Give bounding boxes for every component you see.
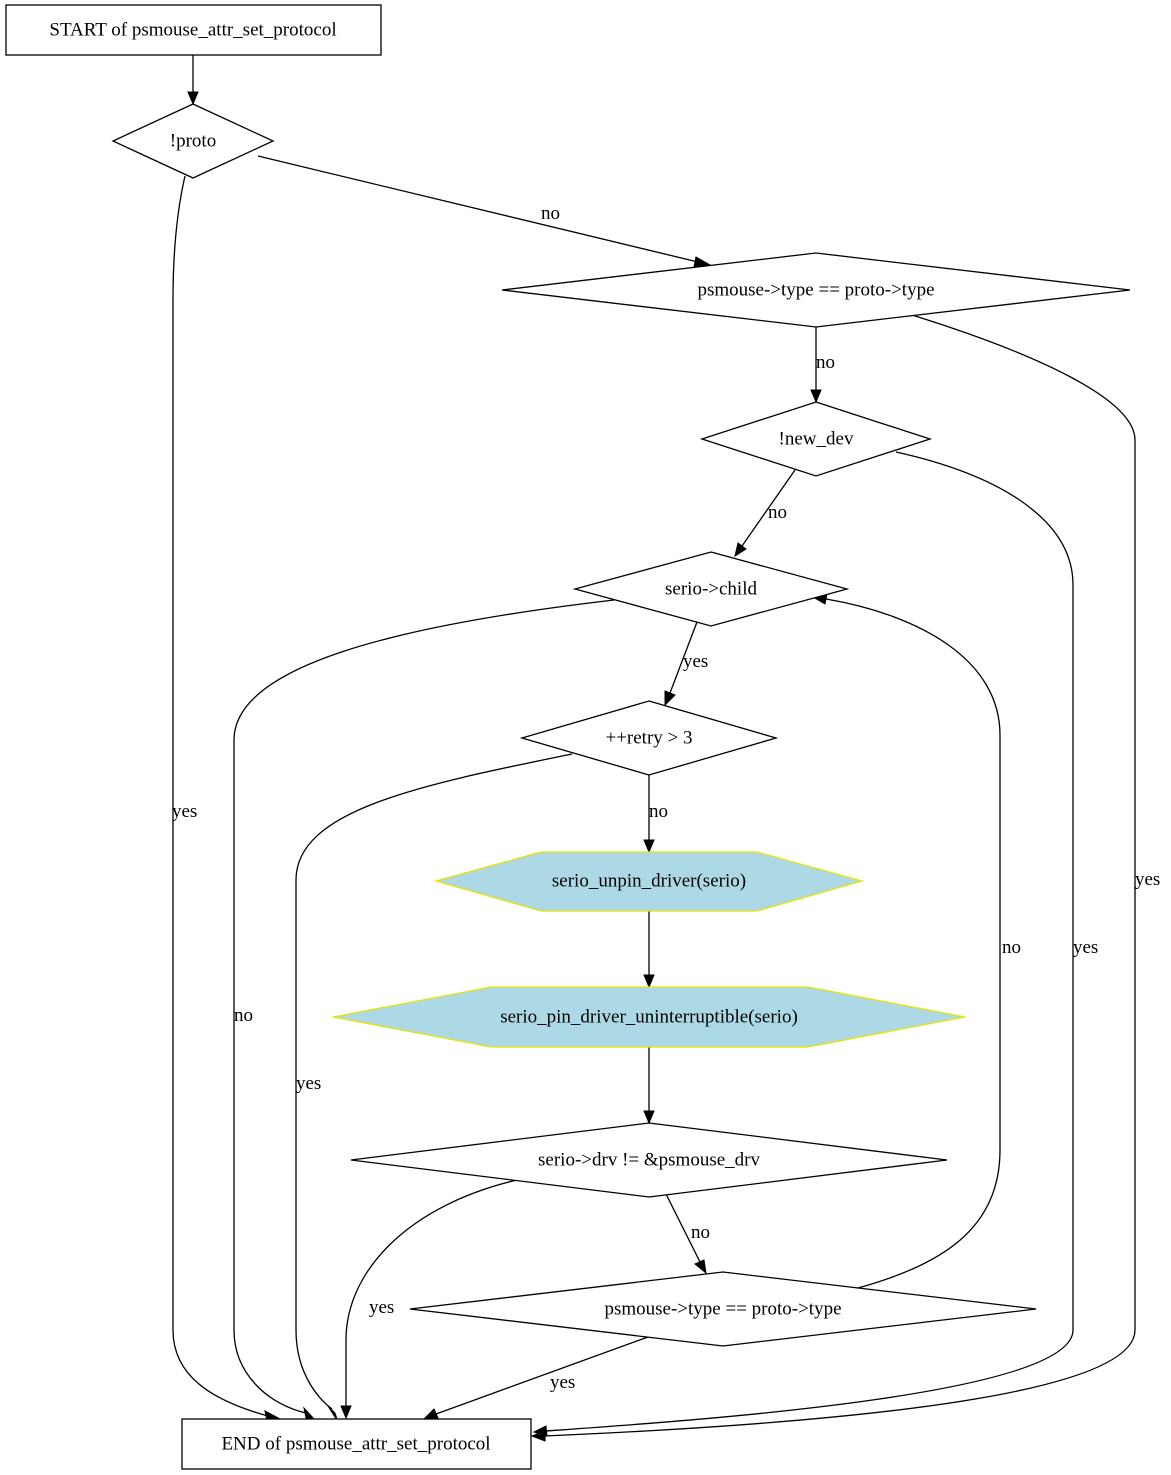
arrowhead xyxy=(187,91,199,106)
decision-not-new-dev: !new_dev xyxy=(699,401,933,477)
edge-label-not-proto-no: no xyxy=(541,203,560,224)
edge-not-proto-yes xyxy=(172,175,269,1417)
edge-not-new-dev-no xyxy=(741,469,796,547)
decision-serio-child-label: serio->child xyxy=(665,579,757,600)
decision-drv-ne-label: serio->drv != &psmouse_drv xyxy=(538,1150,760,1171)
decision-not-proto-label: !proto xyxy=(170,131,216,152)
arrowhead xyxy=(643,839,655,854)
edge-label-serio-child-yes: yes xyxy=(683,651,708,672)
start-node: START of psmouse_attr_set_protocol xyxy=(5,4,382,56)
edge-label-drv-ne-no: no xyxy=(691,1222,710,1243)
decision-not-new-dev-label: !new_dev xyxy=(779,429,854,450)
edge-label-serio-child-no: no xyxy=(234,1005,253,1026)
edge-retry-yes xyxy=(295,753,573,1410)
arrowhead xyxy=(643,1110,655,1125)
decision-drv-ne: serio->drv != &psmouse_drv xyxy=(350,1122,948,1198)
edge-label-not-new-dev-yes: yes xyxy=(1073,937,1098,958)
edge-type-eq-2-no xyxy=(825,598,1001,1289)
edge-label-type-eq-1-yes: yes xyxy=(1135,869,1160,890)
edge-label-type-eq-2-no: no xyxy=(1002,937,1021,958)
function-unpin: serio_unpin_driver(serio) xyxy=(433,851,865,912)
end-node: END of psmouse_attr_set_protocol xyxy=(181,1418,532,1470)
edge-label-type-eq-1-no: no xyxy=(816,352,835,373)
end-node-label: END of psmouse_attr_set_protocol xyxy=(221,1434,490,1455)
edge-label-type-eq-2-yes: yes xyxy=(550,1372,575,1393)
edge-label-retry-yes: yes xyxy=(296,1073,321,1094)
edges xyxy=(172,55,1136,1442)
function-pin: serio_pin_driver_uninterruptible(serio) xyxy=(332,986,966,1048)
edge-label-not-new-dev-no: no xyxy=(768,502,787,523)
decision-type-eq-2: psmouse->type == proto->type xyxy=(409,1271,1037,1347)
arrowhead xyxy=(303,1406,317,1421)
edge-drv-ne-no xyxy=(665,1193,701,1263)
nodes: START of psmouse_attr_set_protocol !prot… xyxy=(5,4,1131,1470)
arrowhead xyxy=(532,1425,548,1437)
edge-label-not-proto-yes: yes xyxy=(172,801,197,822)
decision-type-eq-1-label: psmouse->type == proto->type xyxy=(697,280,934,301)
start-node-label: START of psmouse_attr_set_protocol xyxy=(49,20,336,41)
edge-type-eq-1-yes xyxy=(543,314,1136,1437)
decision-serio-child: serio->child xyxy=(572,551,850,627)
arrowhead xyxy=(327,1405,339,1423)
edge-drv-ne-yes xyxy=(345,1179,518,1406)
arrowhead xyxy=(664,690,676,707)
arrowhead xyxy=(643,974,655,989)
function-pin-label: serio_pin_driver_uninterruptible(serio) xyxy=(500,1007,798,1028)
edge-labels: no yes no yes no yes yes no no yes no ye… xyxy=(172,203,1160,1393)
arrowhead xyxy=(422,1408,439,1420)
edge-label-drv-ne-yes: yes xyxy=(369,1297,394,1318)
edge-serio-child-yes xyxy=(669,621,698,694)
edge-not-proto-no xyxy=(257,155,699,263)
decision-type-eq-2-label: psmouse->type == proto->type xyxy=(604,1299,841,1320)
arrowhead xyxy=(734,542,747,558)
arrowhead xyxy=(694,1259,707,1275)
edge-serio-child-no xyxy=(233,599,615,1414)
edge-type-eq-2-yes xyxy=(435,1336,649,1415)
decision-retry: ++retry > 3 xyxy=(519,700,779,776)
decision-retry-label: ++retry > 3 xyxy=(605,728,692,749)
arrowhead xyxy=(340,1405,352,1420)
decision-type-eq-1: psmouse->type == proto->type xyxy=(501,252,1131,328)
edge-label-retry-no: no xyxy=(649,801,668,822)
decision-not-proto: !proto xyxy=(111,103,275,179)
function-unpin-label: serio_unpin_driver(serio) xyxy=(552,871,746,892)
arrowhead xyxy=(810,389,822,404)
edge-not-new-dev-yes xyxy=(545,451,1074,1432)
